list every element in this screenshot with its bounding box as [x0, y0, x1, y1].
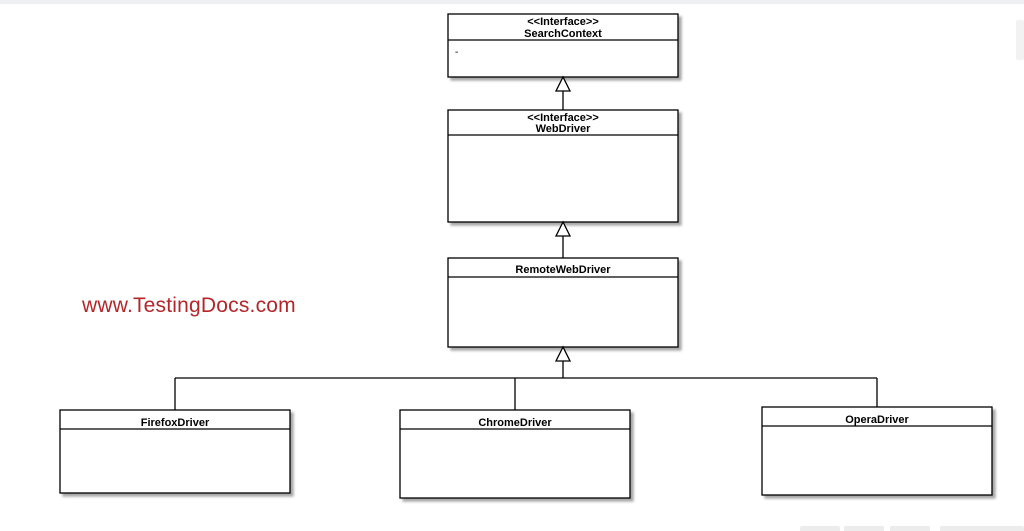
bottom-controls[interactable] [800, 526, 1024, 531]
chrome-driver-name: ChromeDriver [478, 417, 552, 429]
remote-web-driver-name: RemoteWebDriver [515, 264, 611, 276]
class-web-driver[interactable]: <<Interface>> WebDriver [447, 109, 679, 223]
web-driver-name: WebDriver [536, 123, 592, 135]
class-firefox-driver[interactable]: FirefoxDriver [59, 409, 291, 494]
inheritance-arrow-remote-webdriver [554, 220, 572, 258]
scroll-tab[interactable] [1016, 20, 1024, 60]
inheritance-arrow-webdriver-searchcontext [554, 75, 572, 110]
search-context-attribute: - [455, 47, 458, 58]
watermark-text: www.TestingDocs.com [82, 294, 296, 317]
web-driver-stereotype: <<Interface>> [527, 112, 599, 124]
search-context-name: SearchContext [524, 28, 602, 40]
firefox-driver-name: FirefoxDriver [141, 417, 210, 429]
class-chrome-driver[interactable]: ChromeDriver [399, 409, 631, 499]
search-context-stereotype: <<Interface>> [527, 16, 599, 28]
class-remote-web-driver[interactable]: RemoteWebDriver [447, 257, 679, 348]
class-opera-driver[interactable]: OperaDriver [761, 406, 993, 496]
top-strip [0, 0, 1024, 4]
opera-driver-name: OperaDriver [845, 414, 909, 426]
class-search-context[interactable]: <<Interface>> SearchContext - [447, 13, 679, 78]
inheritance-tree-browsers [174, 345, 878, 410]
